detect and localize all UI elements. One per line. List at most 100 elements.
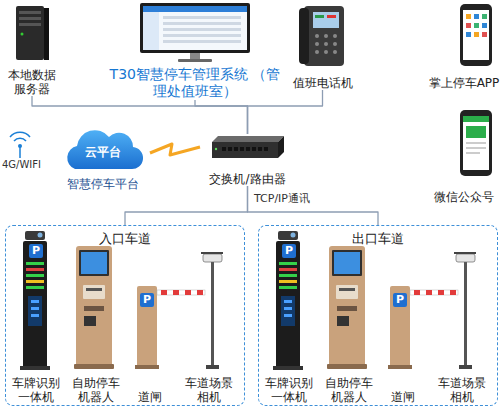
desk-phone-icon — [324, 34, 328, 38]
server-icon — [19, 17, 41, 20]
annotation-label: 4G/WIFI — [2, 159, 41, 170]
connector-line — [248, 90, 323, 134]
scene-camera-icon — [201, 252, 223, 254]
lane-group: 入口车道车牌识别 一体机自助停车 机器人道闸车道场景 相机 — [5, 225, 245, 406]
device-node: 掌上停车APP — [425, 0, 503, 90]
app-phone-icon — [463, 10, 489, 60]
device-node: 车牌识别 一体机 — [262, 236, 316, 404]
parking-sign: P — [393, 293, 407, 307]
desk-phone-icon — [315, 42, 319, 46]
node-text: 智慧停车平台 — [55, 177, 150, 191]
app-phone-icon — [482, 32, 487, 37]
switch-icon — [212, 136, 284, 158]
plate-recognizer-icon — [31, 300, 39, 303]
plate-recognizer-icon — [26, 286, 44, 289]
device-node: 道闸 — [128, 236, 172, 404]
parking-robot-icon — [84, 316, 96, 326]
connector-line — [125, 186, 248, 225]
parking-robot-icon — [81, 252, 107, 274]
connector-line — [248, 186, 379, 225]
switch-icon — [264, 147, 268, 151]
signal-icon — [14, 138, 26, 141]
switch-icon — [246, 147, 250, 151]
barrier-gate-icon — [161, 290, 167, 295]
device-node: 车道场景 相机 — [431, 236, 493, 404]
monitor-icon — [140, 3, 250, 62]
device-node: 车道场景 相机 — [178, 236, 240, 404]
switch-icon — [258, 147, 262, 151]
monitor-icon — [140, 3, 250, 53]
node-text: 入口车道 — [6, 231, 244, 247]
parking-sign: P — [282, 244, 296, 258]
server-icon — [19, 23, 41, 26]
switch-icon — [240, 147, 244, 151]
desk-phone-icon — [315, 50, 319, 54]
device-node: 值班电话机 — [285, 0, 360, 90]
monitor-icon — [163, 34, 241, 37]
device-node: T30智慧停车管理系统 （管理处值班室） — [107, 0, 283, 100]
monitor-icon — [163, 16, 241, 19]
switch-icon — [212, 142, 278, 158]
desk-phone-icon — [333, 34, 337, 38]
wechat-phone-icon — [460, 110, 492, 176]
desk-phone-icon — [333, 50, 337, 54]
wechat-phone-icon — [463, 116, 489, 170]
barrier-gate-icon — [157, 290, 205, 295]
server-icon — [16, 6, 49, 60]
signal-icon — [10, 132, 30, 158]
server-icon — [21, 33, 24, 36]
switch-icon — [278, 136, 284, 158]
monitor-icon — [143, 12, 159, 50]
node-text: 自助停车 机器人 — [321, 376, 377, 404]
parking-robot-icon — [86, 288, 102, 291]
signal-icon — [19, 146, 21, 158]
plate-recognizer-icon — [29, 244, 43, 258]
wechat-phone-icon — [466, 152, 480, 154]
desk-phone-icon — [315, 15, 324, 18]
barrier-gate-icon — [185, 290, 191, 295]
monitor-icon — [163, 22, 241, 25]
app-phone-icon — [466, 32, 471, 37]
switch-icon — [222, 147, 226, 151]
device-node: 道闸 — [381, 236, 425, 404]
parking-robot-icon — [74, 364, 114, 369]
device-node: 自助停车 机器人 — [321, 236, 377, 404]
plate-recognizer-icon — [26, 274, 44, 277]
node-text: 本地数据 服务器 — [2, 68, 62, 96]
parking-robot-icon — [74, 246, 114, 369]
connector-line — [195, 100, 248, 134]
switch-icon — [215, 148, 217, 150]
server-icon — [44, 8, 49, 60]
app-phone-icon — [482, 23, 487, 28]
plate-recognizer-icon — [31, 314, 39, 317]
signal-icon — [10, 132, 30, 137]
desk-phone-icon — [315, 34, 319, 38]
app-phone-icon — [474, 32, 479, 37]
scene-camera-icon — [201, 252, 223, 369]
plate-recognizer-icon — [31, 307, 39, 310]
scene-camera-icon — [203, 254, 222, 262]
node-text: 值班电话机 — [293, 76, 353, 90]
device-node: 交换机/路由器 — [200, 134, 295, 186]
parking-robot-icon — [76, 246, 112, 367]
app-phone-icon — [460, 4, 492, 66]
cloud-node: 云平台智慧停车平台 — [55, 125, 150, 191]
app-phone-icon — [466, 14, 471, 19]
scene-camera-icon — [211, 262, 214, 366]
switch-icon — [234, 147, 238, 151]
desk-phone-icon — [324, 42, 328, 46]
node-text: 车牌识别 一体机 — [262, 376, 316, 404]
wechat-phone-icon — [460, 110, 492, 176]
app-phone-icon — [466, 23, 471, 28]
node-text: 车道场景 相机 — [178, 376, 240, 404]
server-icon — [16, 6, 44, 60]
connector-line — [32, 96, 248, 134]
annotation-label: TCP/IP通讯 — [254, 191, 310, 206]
monitor-icon — [178, 59, 212, 62]
desk-phone-icon — [304, 6, 344, 66]
node-text: 云平台 — [55, 145, 150, 159]
